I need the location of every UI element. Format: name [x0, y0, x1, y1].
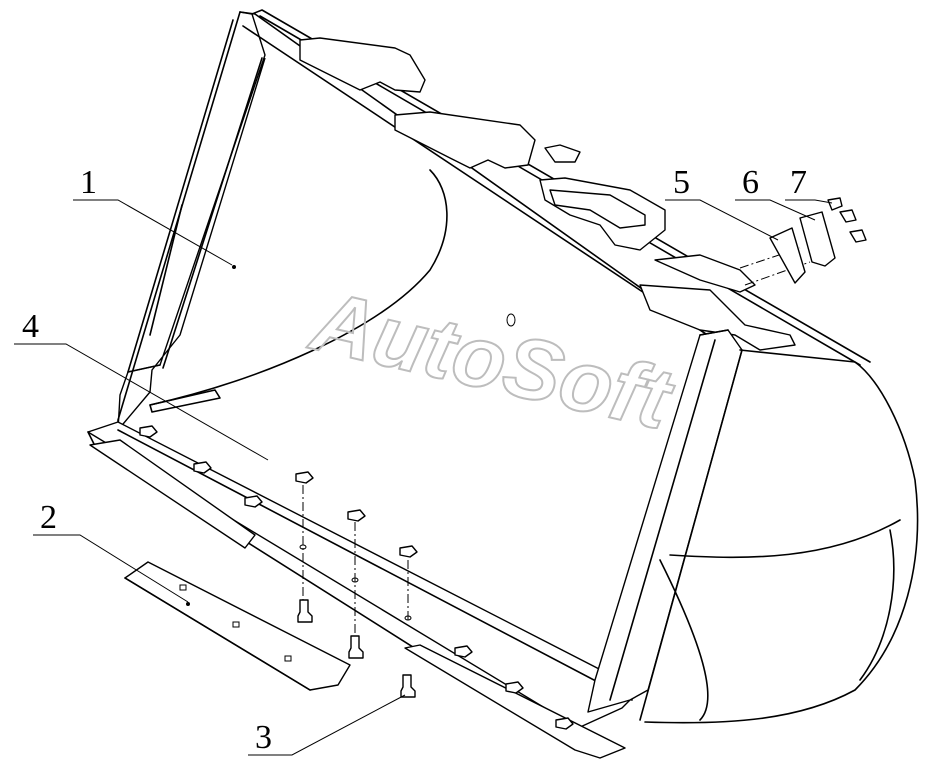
callout-5: 5 — [673, 164, 690, 201]
cutting-edge-segment — [124, 561, 351, 691]
watermark: AutoSoft — [302, 272, 682, 448]
callout-3: 3 — [255, 719, 272, 756]
callout-leaders — [14, 199, 833, 756]
callout-4: 4 — [22, 308, 39, 345]
side-plate-assembly — [739, 197, 867, 286]
bolts — [297, 599, 416, 698]
callout-2: 2 — [40, 499, 57, 536]
bolt-centerlines — [299, 485, 412, 640]
callout-6: 6 — [742, 164, 759, 201]
cutting-edge-nuts — [139, 425, 574, 730]
callout-labels: 1 2 3 4 5 6 7 — [22, 164, 807, 756]
callout-7: 7 — [790, 164, 807, 201]
callout-1: 1 — [80, 164, 97, 201]
bucket-body — [87, 9, 919, 759]
